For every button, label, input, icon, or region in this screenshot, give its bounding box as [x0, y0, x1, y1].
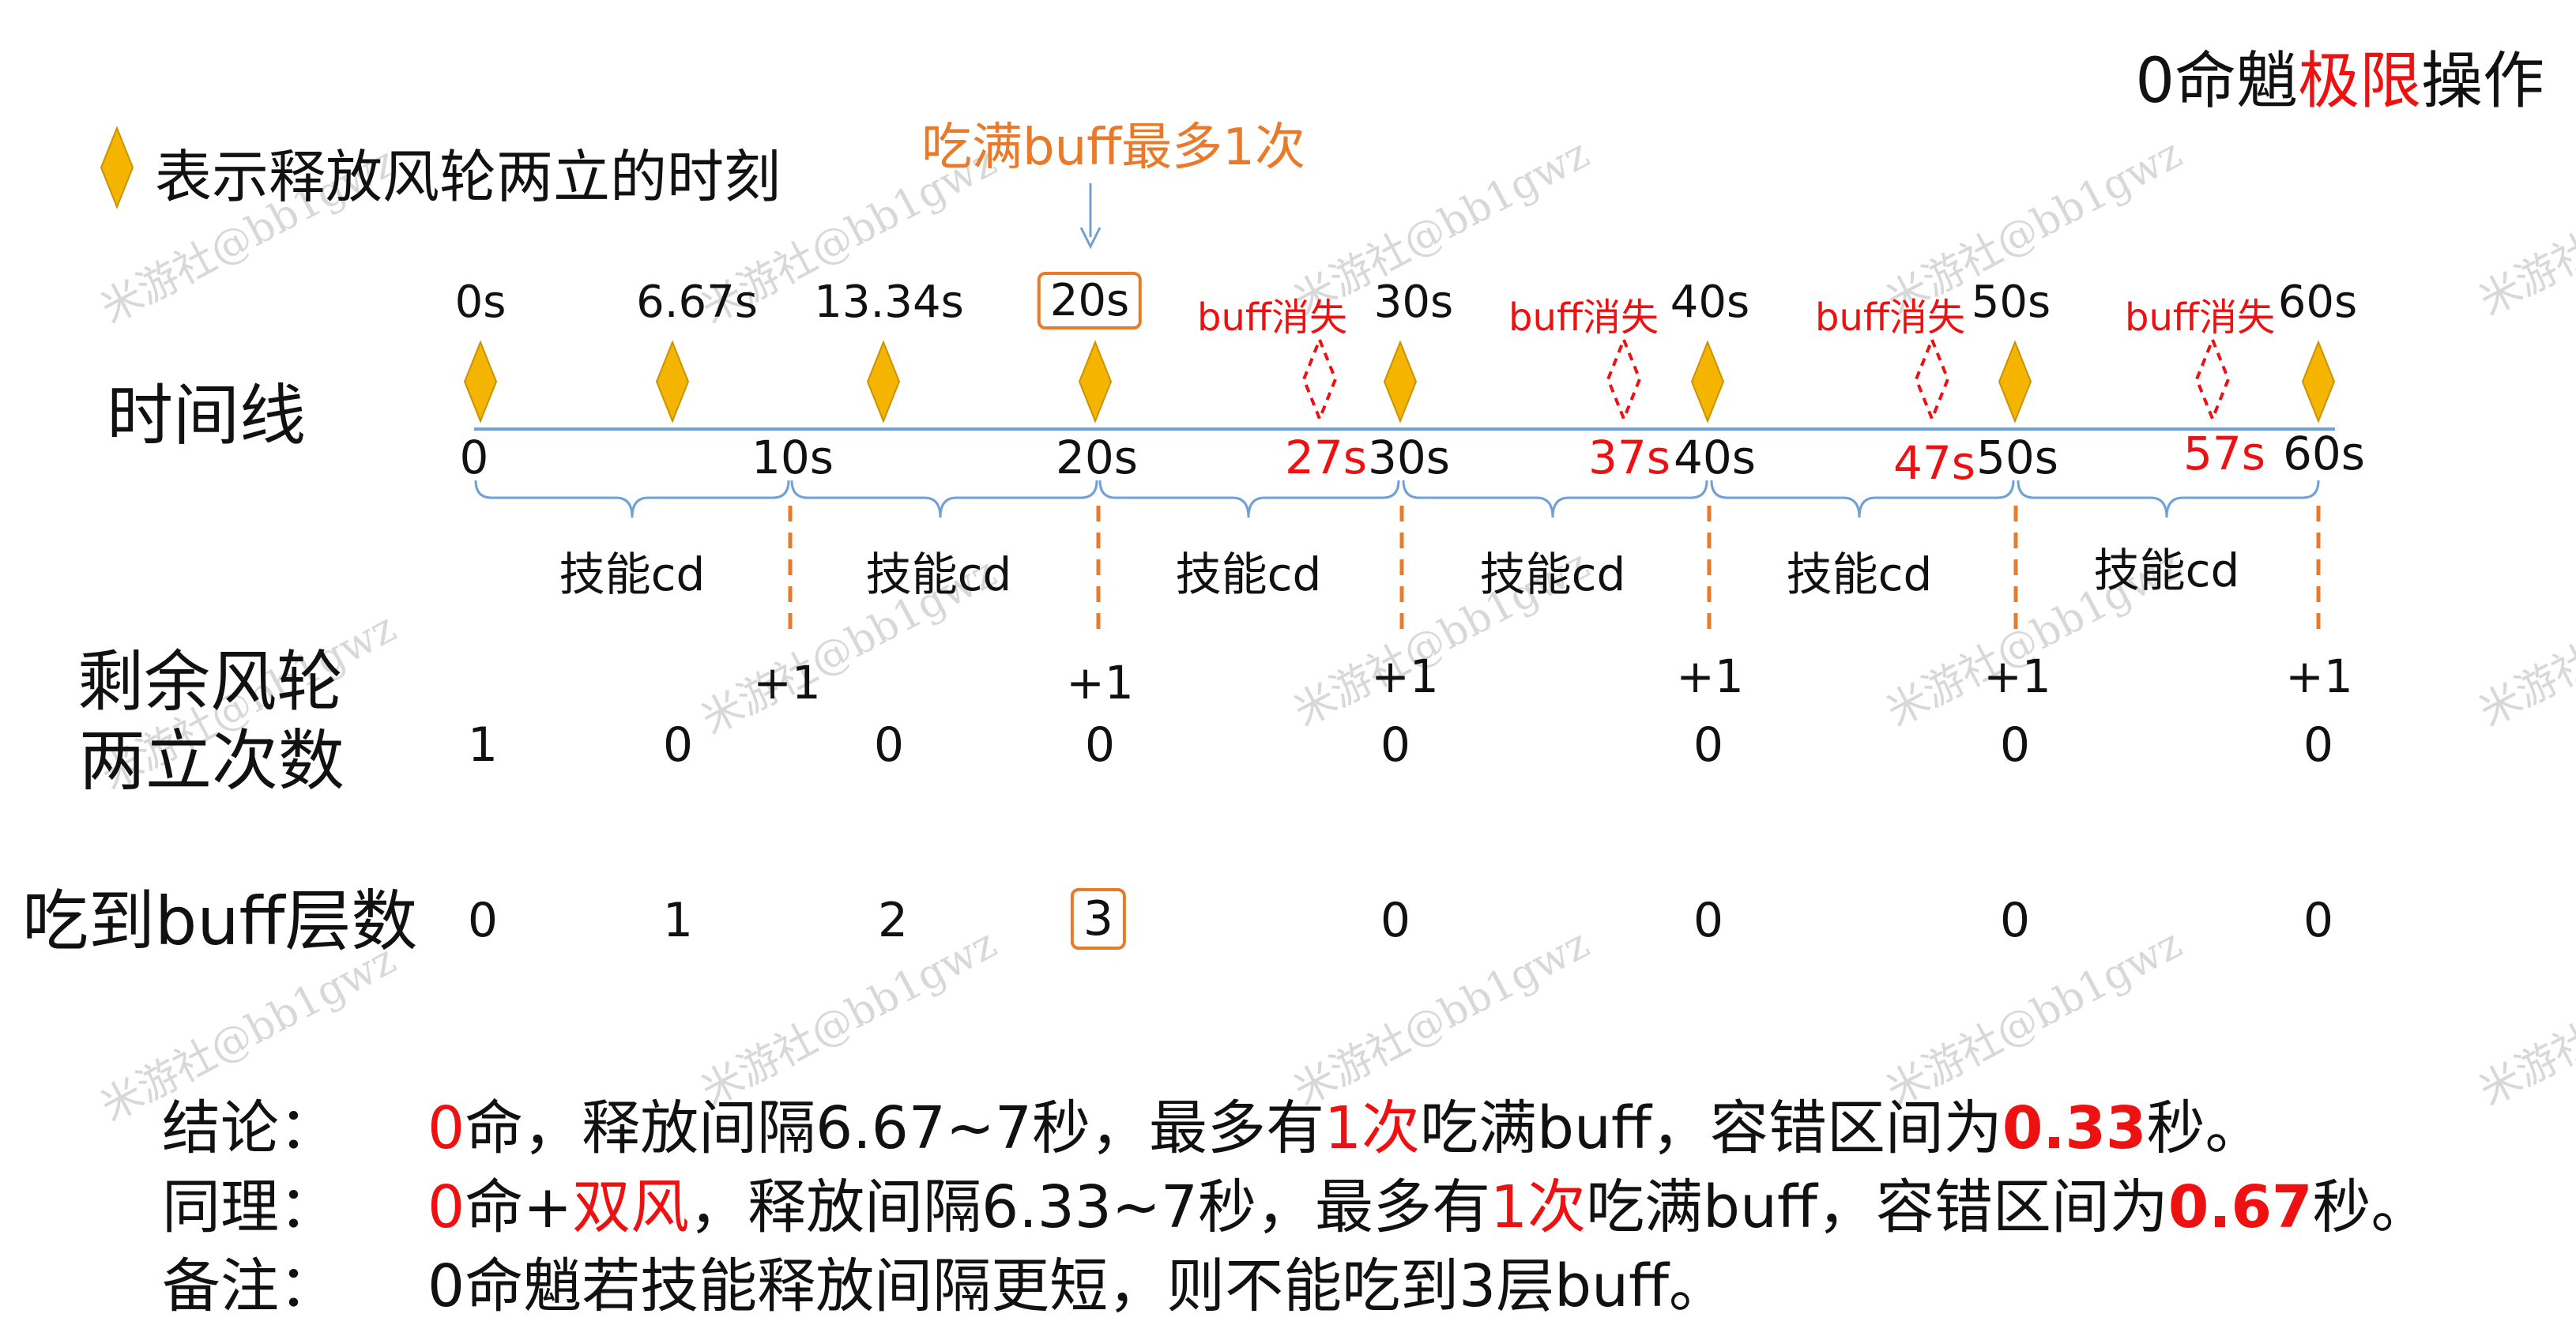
svg-text:米游社@bb1gwz: 米游社@bb1gwz — [694, 920, 1004, 1116]
axis-tick-buff-lost: 47s — [1892, 436, 1976, 490]
legend-text: 表示释放风轮两立的时刻 — [155, 144, 781, 210]
buff-lost-label: buff消失 — [2125, 296, 2275, 340]
conclusion-line-3: 备注：0命魈若技能释放间隔更短，则不能吃到3层buff。 — [162, 1252, 1728, 1320]
release-diamond — [867, 341, 900, 422]
buff-lost-diamond — [2194, 335, 2231, 424]
release-diamond — [1384, 341, 1417, 422]
release-time-label: 30s — [1373, 277, 1454, 328]
axis-tick: 10s — [751, 431, 834, 484]
release-time-label: 60s — [2277, 277, 2358, 328]
skill-cd-label: 技能cd — [559, 548, 706, 601]
release-diamond — [2302, 341, 2335, 422]
release-diamond — [656, 341, 689, 422]
buff-layer: 1 — [662, 893, 694, 948]
buff-lost-diamond — [1301, 335, 1338, 424]
remaining-count: 0 — [662, 717, 694, 773]
row-label-timeline: 时间线 — [107, 377, 307, 454]
buff-lost-label: buff消失 — [1197, 296, 1347, 340]
axis-tick-buff-lost: 37s — [1587, 431, 1671, 484]
buff-layer: 0 — [1693, 893, 1724, 948]
skill-cd-braces — [474, 480, 2320, 518]
svg-text:米游社@bb1gwz: 米游社@bb1gwz — [1879, 920, 2190, 1116]
plus-one-label: +1 — [753, 656, 821, 710]
buff-layer: 0 — [1999, 893, 2031, 948]
axis-tick: 60s — [2282, 427, 2366, 480]
remaining-count: 0 — [1380, 717, 1411, 773]
skill-cd-label: 技能cd — [1786, 548, 1933, 601]
skill-cd-label: 技能cd — [865, 548, 1012, 601]
down-arrow-icon — [1079, 227, 1102, 250]
release-diamond — [1691, 341, 1724, 422]
remaining-count: 0 — [1999, 717, 2031, 773]
skill-cd-label: 技能cd — [1175, 548, 1322, 601]
remaining-count: 1 — [467, 717, 499, 773]
remaining-count: 0 — [1693, 717, 1724, 773]
row-label-remaining-2: 两立次数 — [79, 722, 345, 800]
axis-tick: 30s — [1367, 431, 1451, 484]
release-time-label: 50s — [1971, 277, 2051, 328]
axis-tick: 0 — [459, 431, 489, 484]
remaining-count: 0 — [873, 717, 905, 773]
release-time-label-highlighted: 20s — [1037, 272, 1143, 329]
page-title: 0命魈极限操作 — [2135, 46, 2544, 117]
buff-lost-diamond — [1914, 335, 1950, 424]
remaining-count: 0 — [1084, 717, 1116, 773]
cd-end-markers — [788, 506, 2321, 632]
buff-layer: 0 — [1380, 893, 1411, 948]
buff-lost-label: buff消失 — [1508, 296, 1659, 340]
row-label-buff: 吃到buff层数 — [22, 883, 418, 960]
release-diamond — [1998, 341, 2032, 422]
skill-cd-label: 技能cd — [1479, 548, 1626, 601]
buff-lost-label: buff消失 — [1815, 296, 1965, 340]
axis-tick: 20s — [1055, 431, 1139, 484]
release-diamond — [1079, 341, 1112, 422]
buff-lost-diamond — [1606, 335, 1642, 424]
buff-layer-highlighted: 3 — [1070, 888, 1127, 950]
skill-cd-label: 技能cd — [2093, 544, 2240, 597]
release-time-label: 13.34s — [814, 277, 964, 328]
plus-one-label: +1 — [1371, 649, 1439, 703]
svg-text:米游社@bb1gwz: 米游社@bb1gwz — [2472, 920, 2576, 1116]
plus-one-label: +1 — [2285, 649, 2353, 703]
release-diamond — [464, 341, 497, 422]
conclusion-line-2: 同理：0命+双风，释放间隔6.33~7秒，最多有1次吃满buff，容错区间为0.… — [162, 1173, 2430, 1241]
row-label-remaining-1: 剩余风轮 — [77, 643, 344, 721]
plus-one-label: +1 — [1983, 649, 2051, 703]
callout-text: 吃满buff最多1次 — [921, 119, 1305, 177]
plus-one-label: +1 — [1066, 656, 1134, 710]
svg-text:米游社@bb1gwz: 米游社@bb1gwz — [2472, 541, 2576, 736]
buff-layer: 0 — [467, 893, 499, 948]
release-time-label: 6.67s — [636, 277, 758, 328]
axis-tick: 40s — [1673, 431, 1757, 484]
release-time-label: 0s — [454, 277, 507, 328]
axis-tick-buff-lost: 57s — [2182, 427, 2266, 480]
axis-tick: 50s — [1975, 431, 2059, 484]
axis-tick-buff-lost: 27s — [1284, 431, 1368, 484]
plus-one-label: +1 — [1676, 649, 1744, 703]
buff-layer: 0 — [2303, 893, 2334, 948]
svg-text:米游社@bb1gwz: 米游社@bb1gwz — [1286, 920, 1597, 1116]
release-time-label: 40s — [1670, 277, 1750, 328]
legend-diamond-icon — [100, 127, 134, 208]
buff-layer: 2 — [877, 893, 909, 948]
conclusion-line-1: 结论：0命，释放间隔6.67~7秒，最多有1次吃满buff，容错区间为0.33秒… — [162, 1094, 2264, 1162]
svg-text:米游社@bb1gwz: 米游社@bb1gwz — [2472, 130, 2576, 326]
remaining-count: 0 — [2303, 717, 2334, 773]
